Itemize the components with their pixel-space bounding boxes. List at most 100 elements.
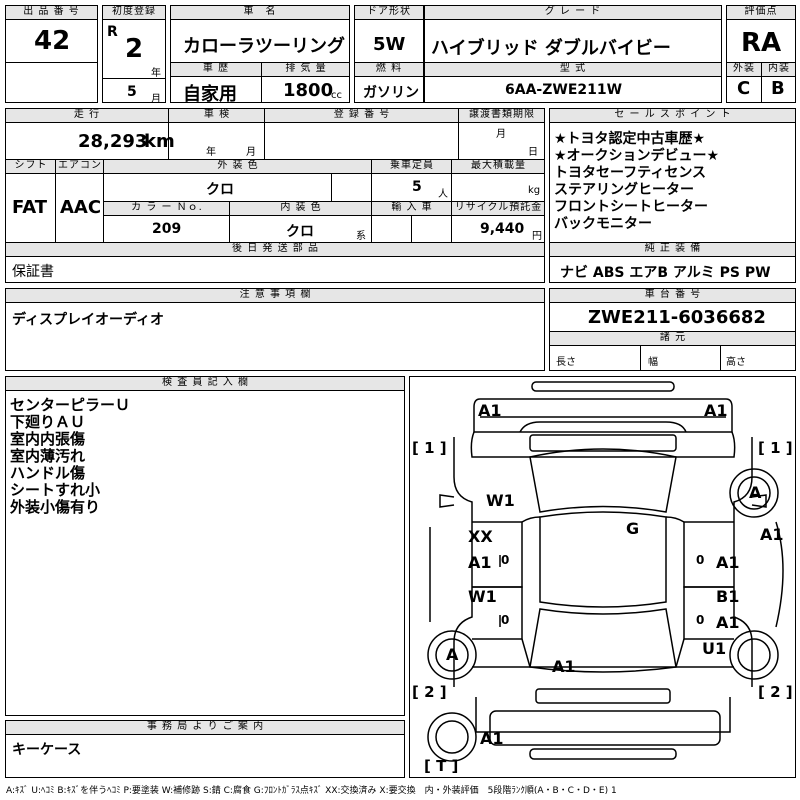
mark-a1-rear: A1 bbox=[480, 729, 504, 748]
seats: 5 bbox=[412, 179, 422, 195]
sales-points-box: セ ー ル ス ポ イ ン ト ★トヨタ認定中古車歴★ ★オークションデビュー★… bbox=[549, 108, 796, 283]
seats-label: 乗車定員 bbox=[371, 159, 453, 174]
mark-zero-right-1: 0 bbox=[696, 553, 705, 567]
mark-w1-front: W1 bbox=[486, 491, 515, 510]
specs-box: 走 行 車 検 登 録 番 号 譲渡書類期限 28,293 km 年 月 月 日… bbox=[5, 108, 545, 283]
seats-unit: 人 bbox=[438, 189, 448, 200]
inspector-notes-label: 検 査 員 記 入 欄 bbox=[6, 377, 404, 391]
inspector-notes-list: センターピラーＵ 下廻りＡＵ 室内内張傷 室内薄汚れ ハンドル傷 シートすれ小 … bbox=[10, 397, 130, 516]
score: RA bbox=[741, 28, 782, 58]
score-box: 評価点 RA 外装 内装 C B bbox=[726, 5, 796, 103]
displacement-label: 排 気 量 bbox=[261, 62, 349, 77]
mark-xx: XX bbox=[468, 527, 493, 546]
car-diagram-box: A1 A1 [ 1 ] [ 1 ] W1 A A1 XX G A1 0 A1 0… bbox=[409, 376, 796, 778]
car-name-box: 車 名 カローラツーリング 車 歴 排 気 量 自家用 1800 cc bbox=[170, 5, 350, 103]
inspector-note: シートすれ小 bbox=[10, 481, 101, 499]
exterior-score: C bbox=[737, 78, 751, 99]
recycle-fee: 9,440 bbox=[480, 221, 525, 237]
notes-label: 注 意 事 項 欄 bbox=[6, 289, 544, 303]
sales-point: ステアリングヒーター bbox=[554, 182, 694, 198]
sales-points-label: セ ー ル ス ポ イ ン ト bbox=[550, 109, 795, 123]
interior-color-label: 内 装 色 bbox=[229, 201, 373, 216]
interior-color-suffix: 系 bbox=[356, 231, 366, 242]
recycle-fee-unit: 円 bbox=[532, 231, 542, 242]
mark-a1-trunk: A1 bbox=[552, 657, 576, 676]
inspector-note: ハンドル傷 bbox=[10, 464, 86, 482]
mark-b1: B1 bbox=[716, 587, 740, 606]
mark-ref-t: [ T ] bbox=[424, 757, 459, 775]
score-label: 評価点 bbox=[727, 6, 795, 20]
later-parts-label: 後 日 発 送 部 品 bbox=[6, 242, 544, 257]
month-unit: 月 bbox=[151, 94, 161, 103]
color-number-label: カ ラ ー Ｎｏ. bbox=[103, 201, 231, 216]
import-label: 輸 入 車 bbox=[371, 201, 453, 216]
office-notes-box: 事 務 局 よ り ご 案 内 キーケース bbox=[5, 720, 405, 778]
era: R bbox=[107, 24, 118, 40]
exterior-color: クロ bbox=[206, 182, 234, 198]
max-load-unit: kg bbox=[528, 185, 541, 196]
doors-box: ドア形状 5W 燃 料 ガソリン bbox=[354, 5, 424, 103]
exterior-label: 外装 bbox=[727, 62, 762, 77]
registration-year: 2 bbox=[125, 34, 144, 64]
mark-tire-front-right: A bbox=[749, 483, 762, 502]
sales-point: トヨタセーフティセンス bbox=[554, 165, 707, 181]
color-number: 209 bbox=[152, 221, 182, 237]
car-name: カローラツーリング bbox=[183, 36, 345, 57]
mileage-label: 走 行 bbox=[6, 109, 169, 123]
later-parts: 保証書 bbox=[12, 264, 54, 280]
mark-ref1-left: [ 1 ] bbox=[412, 439, 447, 457]
width-label: 幅 bbox=[648, 357, 658, 368]
air-conditioner: AAC bbox=[60, 197, 102, 218]
mileage: 28,293 bbox=[78, 131, 148, 152]
sales-point: フロントシートヒーター bbox=[554, 199, 708, 215]
displacement: 1800 bbox=[283, 80, 334, 101]
mark-ref2-left: [ 2 ] bbox=[412, 683, 447, 701]
mark-zero-left-2: 0 bbox=[501, 613, 510, 627]
grade-label: グ レ ー ド bbox=[425, 6, 721, 20]
first-registration-box: 初度登録 R 2 年 5 月 bbox=[102, 5, 166, 103]
inspection-month-unit: 月 bbox=[246, 147, 256, 158]
standard-equipment: ナビ ABS エアB アルミ PS PW bbox=[560, 265, 771, 281]
first-registration-label: 初度登録 bbox=[103, 6, 165, 20]
mileage-unit: km bbox=[144, 131, 175, 152]
mark-u1: U1 bbox=[702, 639, 727, 658]
notes-box: 注 意 事 項 欄 ディスプレイオーディオ bbox=[5, 288, 545, 371]
chassis-box: 車 台 番 号 ZWE211-6036682 諸 元 長さ 幅 高さ bbox=[549, 288, 796, 371]
registration-number-label: 登 録 番 号 bbox=[264, 109, 460, 123]
model-label: 型 式 bbox=[425, 62, 721, 77]
ac-label: エアコン bbox=[55, 159, 105, 174]
transfer-deadline-label: 譲渡書類期限 bbox=[458, 109, 544, 123]
mark-zero-right-2: 0 bbox=[696, 613, 705, 627]
registration-month: 5 bbox=[127, 84, 137, 100]
office-notes-label: 事 務 局 よ り ご 案 内 bbox=[6, 721, 404, 735]
length-label: 長さ bbox=[556, 357, 576, 368]
interior-color: クロ bbox=[286, 224, 314, 240]
exterior-color-label: 外 装 色 bbox=[103, 159, 373, 174]
mark-front-left: A1 bbox=[478, 401, 502, 420]
mark-a1-right-door: A1 bbox=[716, 553, 740, 572]
mark-ref1-right: [ 1 ] bbox=[758, 439, 793, 457]
history-label: 車 歴 bbox=[171, 62, 262, 77]
shift-label: シフト bbox=[6, 159, 57, 174]
inspection-year-unit: 年 bbox=[206, 147, 216, 158]
mark-tire-rear-left: A bbox=[446, 645, 459, 664]
sales-point: ★トヨタ認定中古車歴★ bbox=[554, 131, 706, 147]
inspector-note: 室内内張傷 bbox=[10, 430, 86, 448]
transfer-month-unit: 月 bbox=[496, 129, 506, 140]
grade: ハイブリッド ダブルバイビー bbox=[431, 38, 671, 59]
standard-equipment-label: 純 正 装 備 bbox=[550, 242, 795, 257]
notes-text: ディスプレイオーディオ bbox=[12, 312, 165, 328]
inspector-note: 下廻りＡＵ bbox=[10, 413, 86, 431]
model: 6AA-ZWE211W bbox=[505, 82, 623, 98]
office-notes-text: キーケース bbox=[12, 742, 82, 758]
shift: FAT bbox=[12, 197, 48, 218]
interior-score: B bbox=[771, 78, 785, 99]
lot-number-label: 出 品 番 号 bbox=[6, 6, 97, 20]
mark-zero-left-1: 0 bbox=[501, 553, 510, 567]
mark-g: G bbox=[626, 519, 640, 538]
inspector-notes-box: 検 査 員 記 入 欄 センターピラーＵ 下廻りＡＵ 室内内張傷 室内薄汚れ ハ… bbox=[5, 376, 405, 716]
interior-label: 内装 bbox=[761, 62, 795, 77]
inspector-note: センターピラーＵ bbox=[10, 396, 131, 414]
mark-right-a1-top: A1 bbox=[760, 525, 784, 544]
history: 自家用 bbox=[183, 84, 237, 103]
